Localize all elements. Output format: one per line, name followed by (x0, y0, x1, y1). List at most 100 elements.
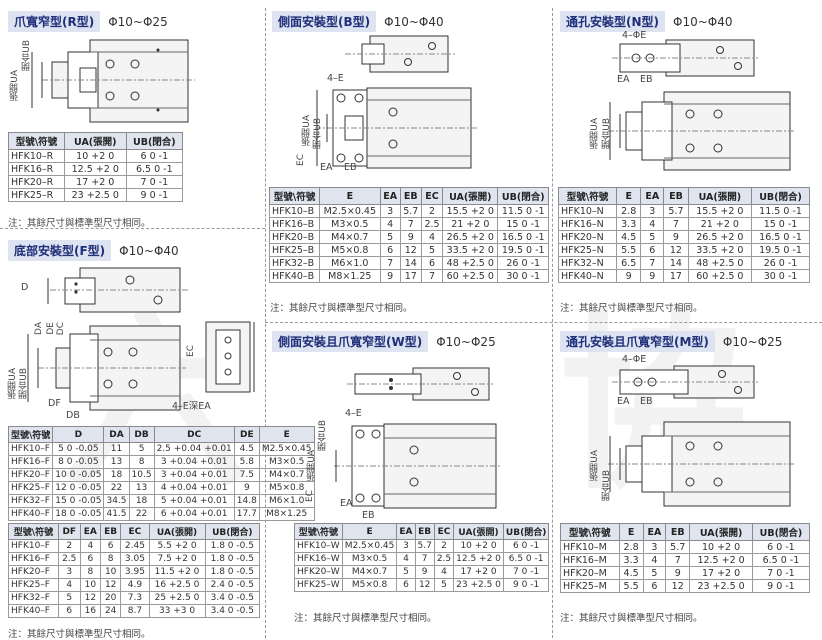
table-cell: 6 +0.04 +0.01 (153, 507, 235, 521)
table-cell: 19.5 0 -1 (497, 243, 549, 257)
table-cell: HFK25–N (558, 243, 617, 257)
table-cell: HFK25–W (294, 578, 343, 592)
table-cell: 3 (57, 565, 81, 579)
table-cell: 12.5 +2 0 (63, 162, 127, 176)
table-cell: 2 (420, 204, 444, 218)
table-cell: 12.5 +2 0 (453, 552, 504, 566)
table-cell: 5.5 (615, 243, 642, 257)
column-header: 型號\符號 (8, 523, 59, 540)
table-cell: 4.5 (233, 442, 260, 456)
table-cell: 16.5 0 -1 (751, 230, 810, 244)
table-cell: 10 0 -0.05 (52, 468, 105, 482)
column-header: E (341, 523, 398, 540)
label-df: DF (48, 398, 61, 409)
table-cell: 6 (79, 552, 102, 566)
label-ua: 張開UA (307, 450, 317, 481)
table-cell: 12 (399, 243, 422, 257)
column-header: DF (57, 523, 81, 540)
table-cell: 4.9 (120, 578, 150, 592)
table-cell: 24 (100, 604, 122, 618)
section-range: Φ10~Φ40 (384, 14, 444, 29)
table-cell: 9 (414, 565, 435, 579)
section-title: 通孔安裝型(N型) (560, 11, 666, 32)
table-cell: 8 (128, 455, 155, 469)
diagram-f-side (205, 321, 255, 393)
table-cell: 11.5 0 -1 (497, 204, 549, 218)
column-header: E (618, 523, 644, 541)
column-header: 型號\符號 (558, 187, 617, 205)
table-cell: 3 (640, 204, 665, 218)
label-phie: 4–ΦE (622, 30, 647, 41)
table-cell: 5.7 (665, 540, 691, 554)
table-cell: 6.5 0 -1 (751, 553, 811, 567)
table-cell: M4×0.7 (341, 565, 398, 579)
table-cell: 6 0 -1 (502, 539, 550, 553)
label-e4: 4–E (327, 73, 344, 84)
table-cell: 2.45 (120, 539, 150, 553)
section-title: 底部安裝型(F型) (8, 240, 112, 261)
table-cell: 1.8 0 -0.5 (204, 552, 261, 566)
table-cell: HFK10–B (269, 204, 320, 218)
table-cell: 14.8 (233, 494, 260, 508)
table-cell: 30 0 -1 (751, 269, 810, 283)
table-cell: 15 0 -1 (497, 217, 549, 231)
table-cell: HFK20–F (7, 468, 54, 482)
table-cell: 6 (57, 604, 81, 618)
column-header: EC (433, 523, 455, 540)
section-header-n: 通孔安裝型(N型) Φ10~Φ40 (560, 11, 733, 32)
table-cell: 17.7 (233, 507, 260, 521)
diagram-n-top (612, 39, 758, 77)
table-cell: 3.05 (120, 552, 150, 566)
table-cell: 22 (103, 481, 130, 495)
table-cell: 15 0 -0.05 (52, 494, 105, 508)
table-cell: 17 +2 0 (63, 175, 127, 189)
table-cell: 12 0 -0.05 (52, 481, 105, 495)
diagram-b-top (345, 35, 455, 73)
table-cell: 5 (57, 591, 81, 605)
table-cell: HFK16–W (294, 552, 343, 566)
diagram-b-main (315, 87, 477, 169)
table-cell: 16 +2.5 0 (148, 578, 206, 592)
table-cell: 5 (379, 230, 401, 244)
column-header: DC (153, 426, 235, 443)
column-header: UA(張開) (63, 132, 127, 150)
table-cell: 5.5 +2 0 (148, 539, 206, 553)
diagram-f-top (47, 267, 190, 313)
table-cell: HFK25–B (269, 243, 320, 257)
section-header-r: 爪寬窄型(R型) Φ10~Φ25 (8, 11, 168, 32)
table-cell: HFK25–R (8, 188, 65, 202)
table-cell: 12 (79, 591, 102, 605)
table-cell: 7 0 -1 (125, 175, 184, 189)
note-b: 注：其餘尺寸與標準型尺寸相同。 (270, 303, 413, 314)
column-header: EB (399, 187, 422, 205)
label-ea: EA (320, 162, 333, 173)
label-db: DB (66, 410, 80, 421)
section-header-m: 通孔安裝且爪寬窄型(M型) Φ10~Φ25 (560, 331, 782, 352)
table-cell: HFK32–N (558, 256, 617, 270)
column-header: UB(閉合) (751, 523, 811, 541)
label-ec: EC (305, 490, 315, 502)
table-cell: 6 (420, 256, 444, 270)
table-cell: 6 (640, 243, 665, 257)
label-d: D (21, 282, 29, 293)
table-cell: 4 (396, 552, 416, 566)
table-cell: M5×0.8 (341, 578, 398, 592)
column-divider (265, 8, 266, 638)
table-cell: 9 (399, 230, 422, 244)
table-cell: 16 (79, 604, 102, 618)
